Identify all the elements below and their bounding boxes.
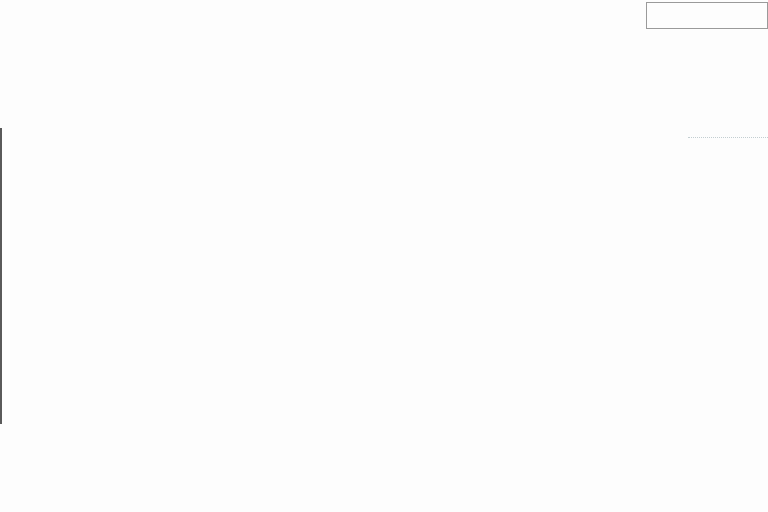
design-contract-disclaimer — [646, 2, 768, 29]
scan-edge-artifact — [0, 128, 2, 424]
council-stamp-dotted-line — [688, 137, 768, 138]
